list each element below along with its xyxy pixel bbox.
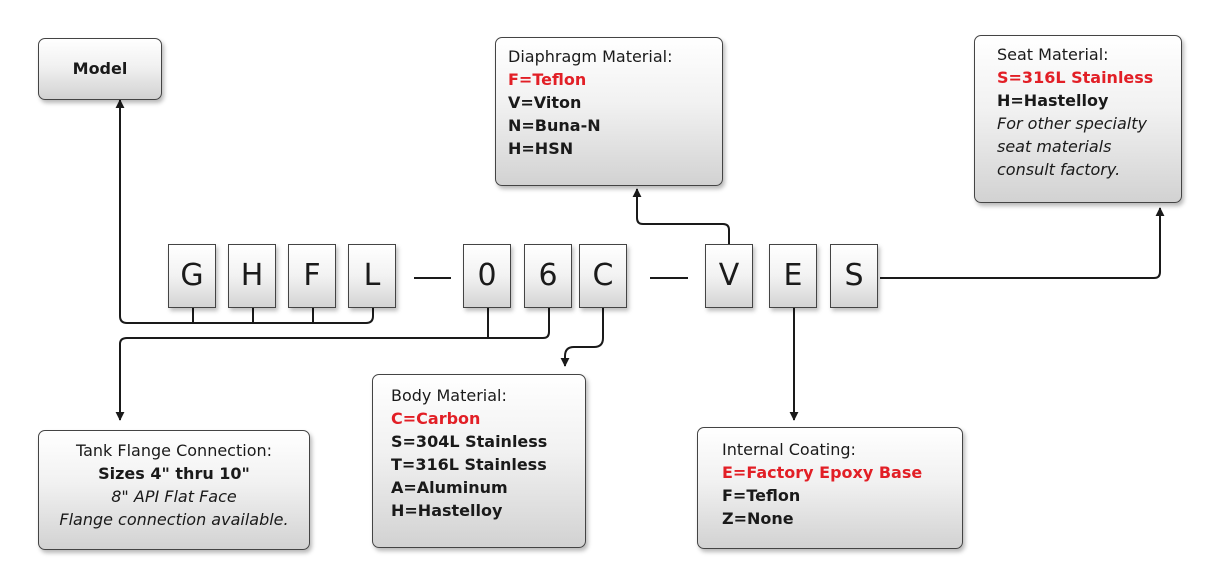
tank-connector	[120, 308, 550, 420]
body-option: C=Carbon	[391, 409, 481, 428]
diaphragm-title: Diaphragm Material:	[508, 47, 673, 66]
model-box: Model	[38, 38, 162, 100]
code-char-g: G	[168, 244, 216, 308]
diaphragm-option: N=Buna-N	[508, 116, 601, 135]
seat-note: seat materials	[997, 137, 1112, 156]
body-option: S=304L Stainless	[391, 432, 548, 451]
body-option: A=Aluminum	[391, 478, 508, 497]
internal-coating-box: Internal Coating: E=Factory Epoxy Base F…	[697, 427, 963, 549]
diaphragm-connector	[632, 188, 730, 244]
code-char-h: H	[228, 244, 276, 308]
code-char-c: C	[579, 244, 627, 308]
diaphragm-material-box: Diaphragm Material: F=Teflon V=Viton N=B…	[495, 37, 723, 186]
code-char-s: S	[830, 244, 878, 308]
diaphragm-option: H=HSN	[508, 139, 574, 158]
tank-note: 8" API Flat Face	[111, 487, 237, 506]
code-char-v: V	[705, 244, 753, 308]
model-connector	[120, 100, 374, 324]
body-option: H=Hastelloy	[391, 501, 503, 520]
seat-note: consult factory.	[997, 160, 1121, 179]
code-char-e: E	[769, 244, 817, 308]
seat-option: S=316L Stainless	[997, 68, 1154, 87]
code-char-l: L	[348, 244, 396, 308]
code-char-0: 0	[463, 244, 511, 308]
code-char-f: F	[288, 244, 336, 308]
tank-sizes: Sizes 4" thru 10"	[98, 464, 250, 483]
seat-note: For other specialty	[997, 114, 1147, 133]
code-char-6: 6	[524, 244, 572, 308]
coating-option: Z=None	[722, 509, 794, 528]
model-label: Model	[72, 59, 128, 78]
seat-title: Seat Material:	[997, 45, 1109, 64]
diaphragm-option: V=Viton	[508, 93, 582, 112]
tank-flange-box: Tank Flange Connection: Sizes 4" thru 10…	[38, 430, 310, 550]
coating-option: F=Teflon	[722, 486, 801, 505]
coating-title: Internal Coating:	[722, 440, 856, 459]
body-connector	[560, 308, 604, 367]
seat-connector	[880, 207, 1165, 279]
tank-note: Flange connection available.	[59, 510, 289, 529]
body-option: T=316L Stainless	[391, 455, 547, 474]
seat-option: H=Hastelloy	[997, 91, 1109, 110]
coating-option: E=Factory Epoxy Base	[722, 463, 923, 482]
seat-material-box: Seat Material: S=316L Stainless H=Hastel…	[974, 35, 1182, 203]
diaphragm-option: F=Teflon	[508, 70, 587, 89]
tank-title: Tank Flange Connection:	[75, 441, 273, 460]
body-material-box: Body Material: C=Carbon S=304L Stainless…	[372, 374, 586, 548]
body-title: Body Material:	[391, 386, 507, 405]
